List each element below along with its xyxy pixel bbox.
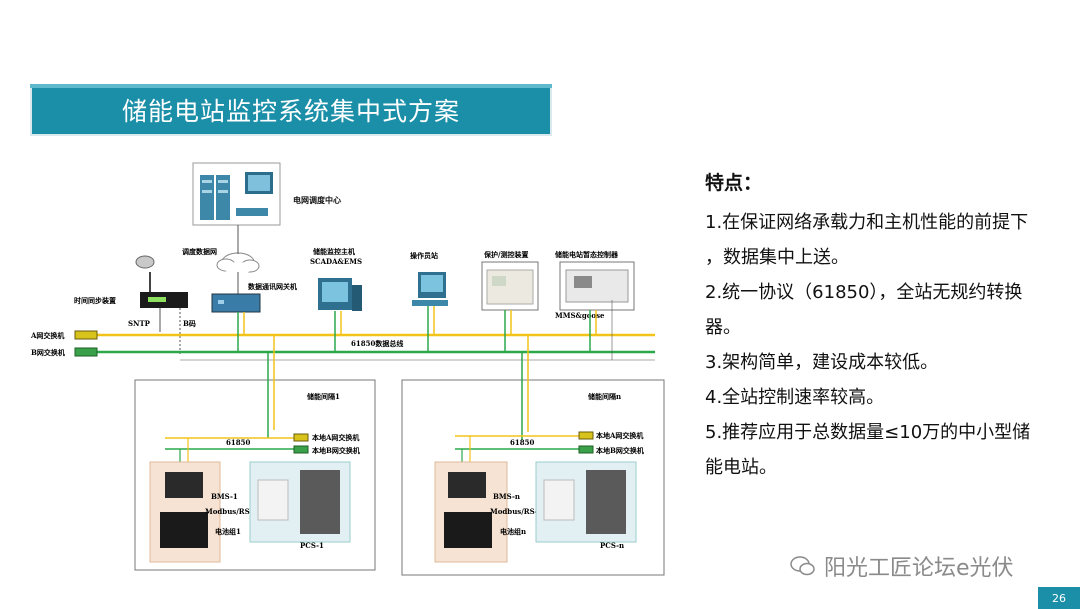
- mms-goose-label: MMS&goose: [555, 311, 605, 320]
- gps-antenna-icon: [135, 255, 155, 292]
- features-heading: 特点：: [705, 172, 763, 194]
- bus-label: 61850数据总线: [351, 339, 403, 348]
- feature-line: 3.架构简单，建设成本较低。: [705, 352, 939, 373]
- switch-b-label: B网交换机: [31, 348, 65, 357]
- watermark: 阳光工匠论坛e光伏: [790, 550, 1014, 582]
- bms-1-label: BMS-1: [211, 492, 238, 501]
- battery-1-icon: [160, 512, 208, 548]
- bms-n-icon: [448, 472, 486, 498]
- feature-line: 5.推荐应用于总数据量≤10万的中小型储: [705, 422, 1031, 443]
- gateway-label: 数据通讯网关机: [248, 282, 297, 291]
- local-b-n-label: 本地B网交换机: [595, 446, 644, 455]
- modbus-1-label: Modbus/RS485: [205, 507, 264, 516]
- local-a-1-label: 本地A网交换机: [311, 433, 359, 442]
- local-a-n-label: 本地A网交换机: [595, 431, 643, 440]
- bay-1-label: 储能间隔1: [306, 392, 340, 401]
- wechat-icon: [790, 556, 815, 576]
- local-switch-a-n-icon: [578, 431, 594, 440]
- pcs-1-icon: [300, 470, 340, 534]
- bay-n-frame: [401, 379, 665, 576]
- modbus-n-label: Modbus/RS485: [490, 507, 549, 516]
- operator-station-icon: [412, 272, 448, 306]
- monitor-host-icon: [318, 278, 362, 311]
- sntp-label: SNTP: [128, 319, 151, 328]
- bay-n-label: 储能间隔n: [587, 392, 621, 401]
- bms-1-icon: [165, 472, 203, 498]
- feature-line: 4.全站控制速率较高。: [705, 387, 885, 408]
- feature-line: 1.在保证网络承载力和主机性能的前提下: [705, 212, 1029, 233]
- switch-b-icon: [74, 347, 98, 357]
- scada-ems-label: SCADA&EMS: [310, 257, 362, 266]
- transient-controller-label: 储能电站暂态控制器: [554, 250, 619, 259]
- features-panel: 特点： 1.在保证网络承载力和主机性能的前提下 ，数据集中上送。 2.统一协议（…: [705, 168, 1065, 485]
- bms-n-label: BMS-n: [493, 492, 520, 501]
- local-switch-b-1-icon: [293, 445, 309, 454]
- operator-station-label: 操作员站: [410, 251, 438, 260]
- local-switch-a-1-icon: [293, 433, 309, 442]
- cloud-icon: [216, 252, 260, 274]
- feature-line: 2.统一协议（61850），全站无规约转换: [705, 282, 1023, 303]
- bay-1-frame: [134, 379, 376, 571]
- page-title: 储能电站监控系统集中式方案: [121, 97, 460, 126]
- gateway-icon: [211, 293, 261, 313]
- protection-device-icon: [486, 269, 534, 305]
- protection-device-label: 保护/测控装置: [483, 250, 529, 259]
- time-sync-label: 时间同步装置: [74, 296, 116, 305]
- feature-line: 能电站。: [705, 457, 777, 478]
- dispatch-center-label: 电网调度中心: [293, 195, 341, 205]
- title-bar: 储能电站监控系统集中式方案: [30, 84, 552, 136]
- switch-a-icon: [74, 330, 98, 340]
- pcs-1-label: PCS-1: [300, 541, 324, 550]
- battery-1-label: 电池组1: [215, 527, 241, 536]
- monitor-host-label: 储能监控主机: [312, 247, 355, 256]
- server-rack-icon: [200, 172, 273, 220]
- pcs-n-label: PCS-n: [600, 541, 624, 550]
- pcs-n-icon: [586, 470, 626, 534]
- battery-n-icon: [444, 512, 492, 548]
- page-number: 26: [1038, 587, 1080, 609]
- switch-a-label: A网交换机: [30, 331, 64, 340]
- dispatch-network-label: 调度数据网: [182, 247, 217, 256]
- feature-line: ，数据集中上送。: [705, 247, 849, 268]
- feature-line: 器。: [705, 317, 741, 338]
- local-switch-b-n-icon: [578, 445, 594, 454]
- battery-n-label: 电池组n: [500, 527, 526, 536]
- architecture-diagram: 电网调度中心 调度数据网 数据通讯网关机 时间同步装置 SNTP B码 储能监控…: [30, 162, 665, 576]
- local-b-1-label: 本地B网交换机: [311, 446, 360, 455]
- bay-n-61850-label: 61850: [510, 438, 534, 447]
- b-code-label: B码: [183, 319, 196, 328]
- watermark-text: 阳光工匠论坛e光伏: [824, 556, 1014, 581]
- bay-1-61850-label: 61850: [226, 438, 250, 447]
